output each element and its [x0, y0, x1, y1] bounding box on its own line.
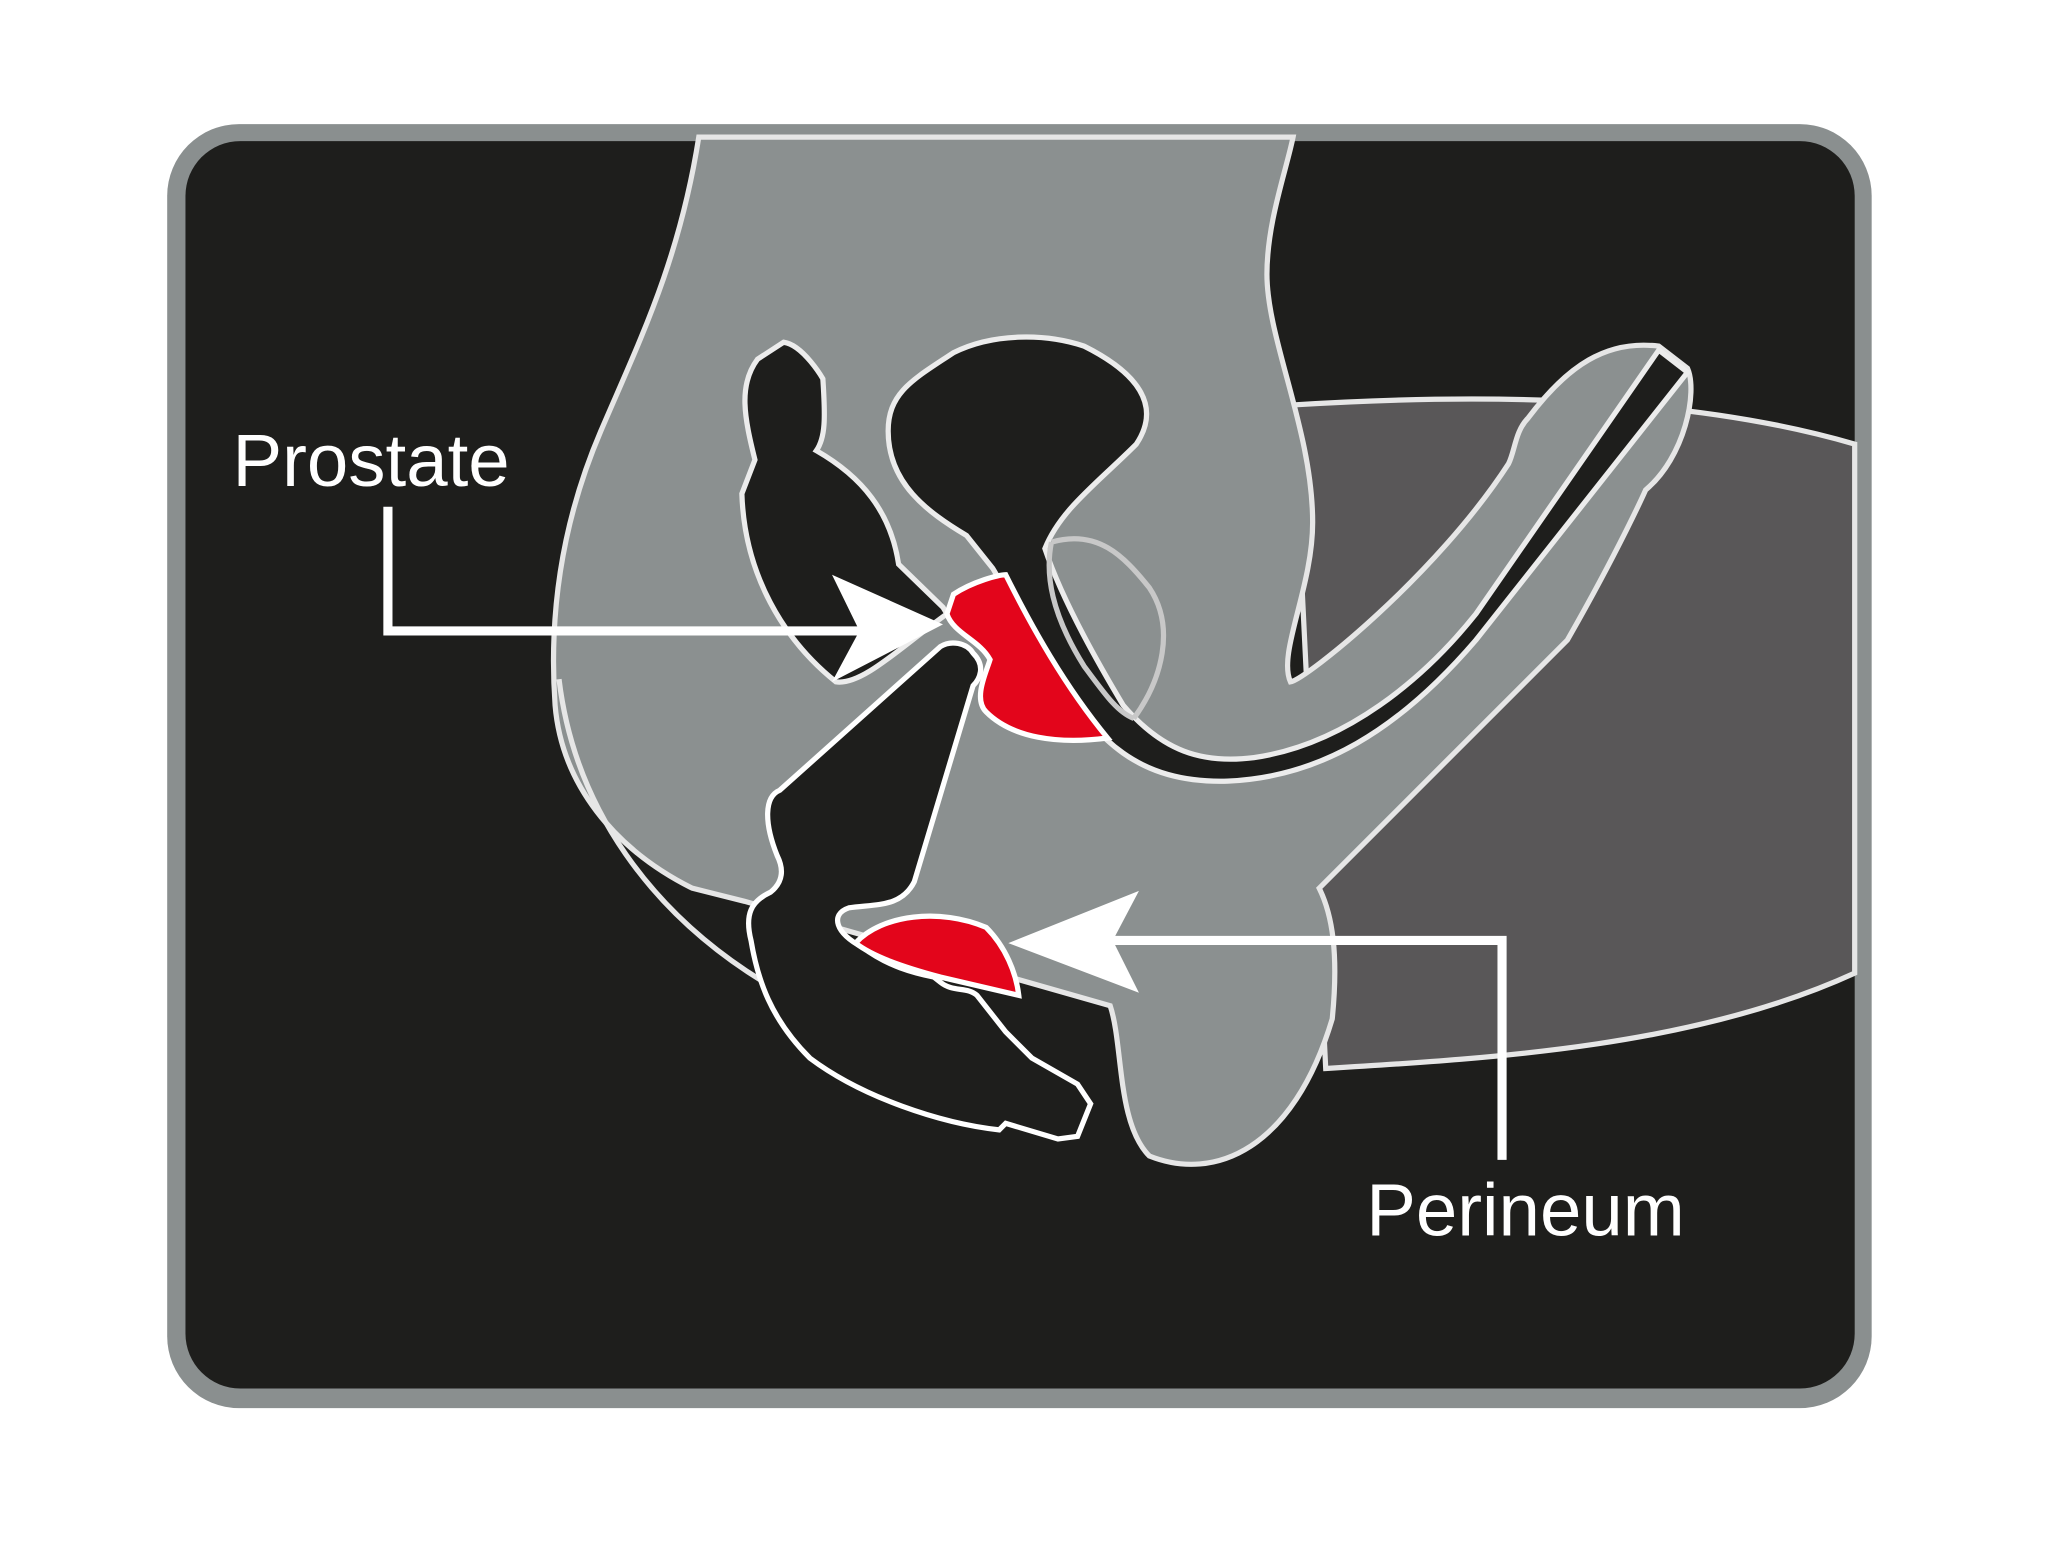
prostate-arrow-icon: [832, 574, 944, 682]
seminal-vesicle: [1046, 536, 1167, 721]
prostate-organ: [944, 572, 1113, 743]
prostate-leader-line: [383, 506, 863, 636]
buttock-line: [556, 678, 766, 985]
perineum-arrow-icon: [1008, 890, 1139, 993]
massager-toy: [745, 640, 1094, 1142]
perineum-pad: [851, 913, 1022, 999]
perineum-label: Perineum: [1366, 1169, 1685, 1252]
perineum-leader-line: [1110, 935, 1507, 1160]
prostate-label: Prostate: [232, 419, 509, 502]
